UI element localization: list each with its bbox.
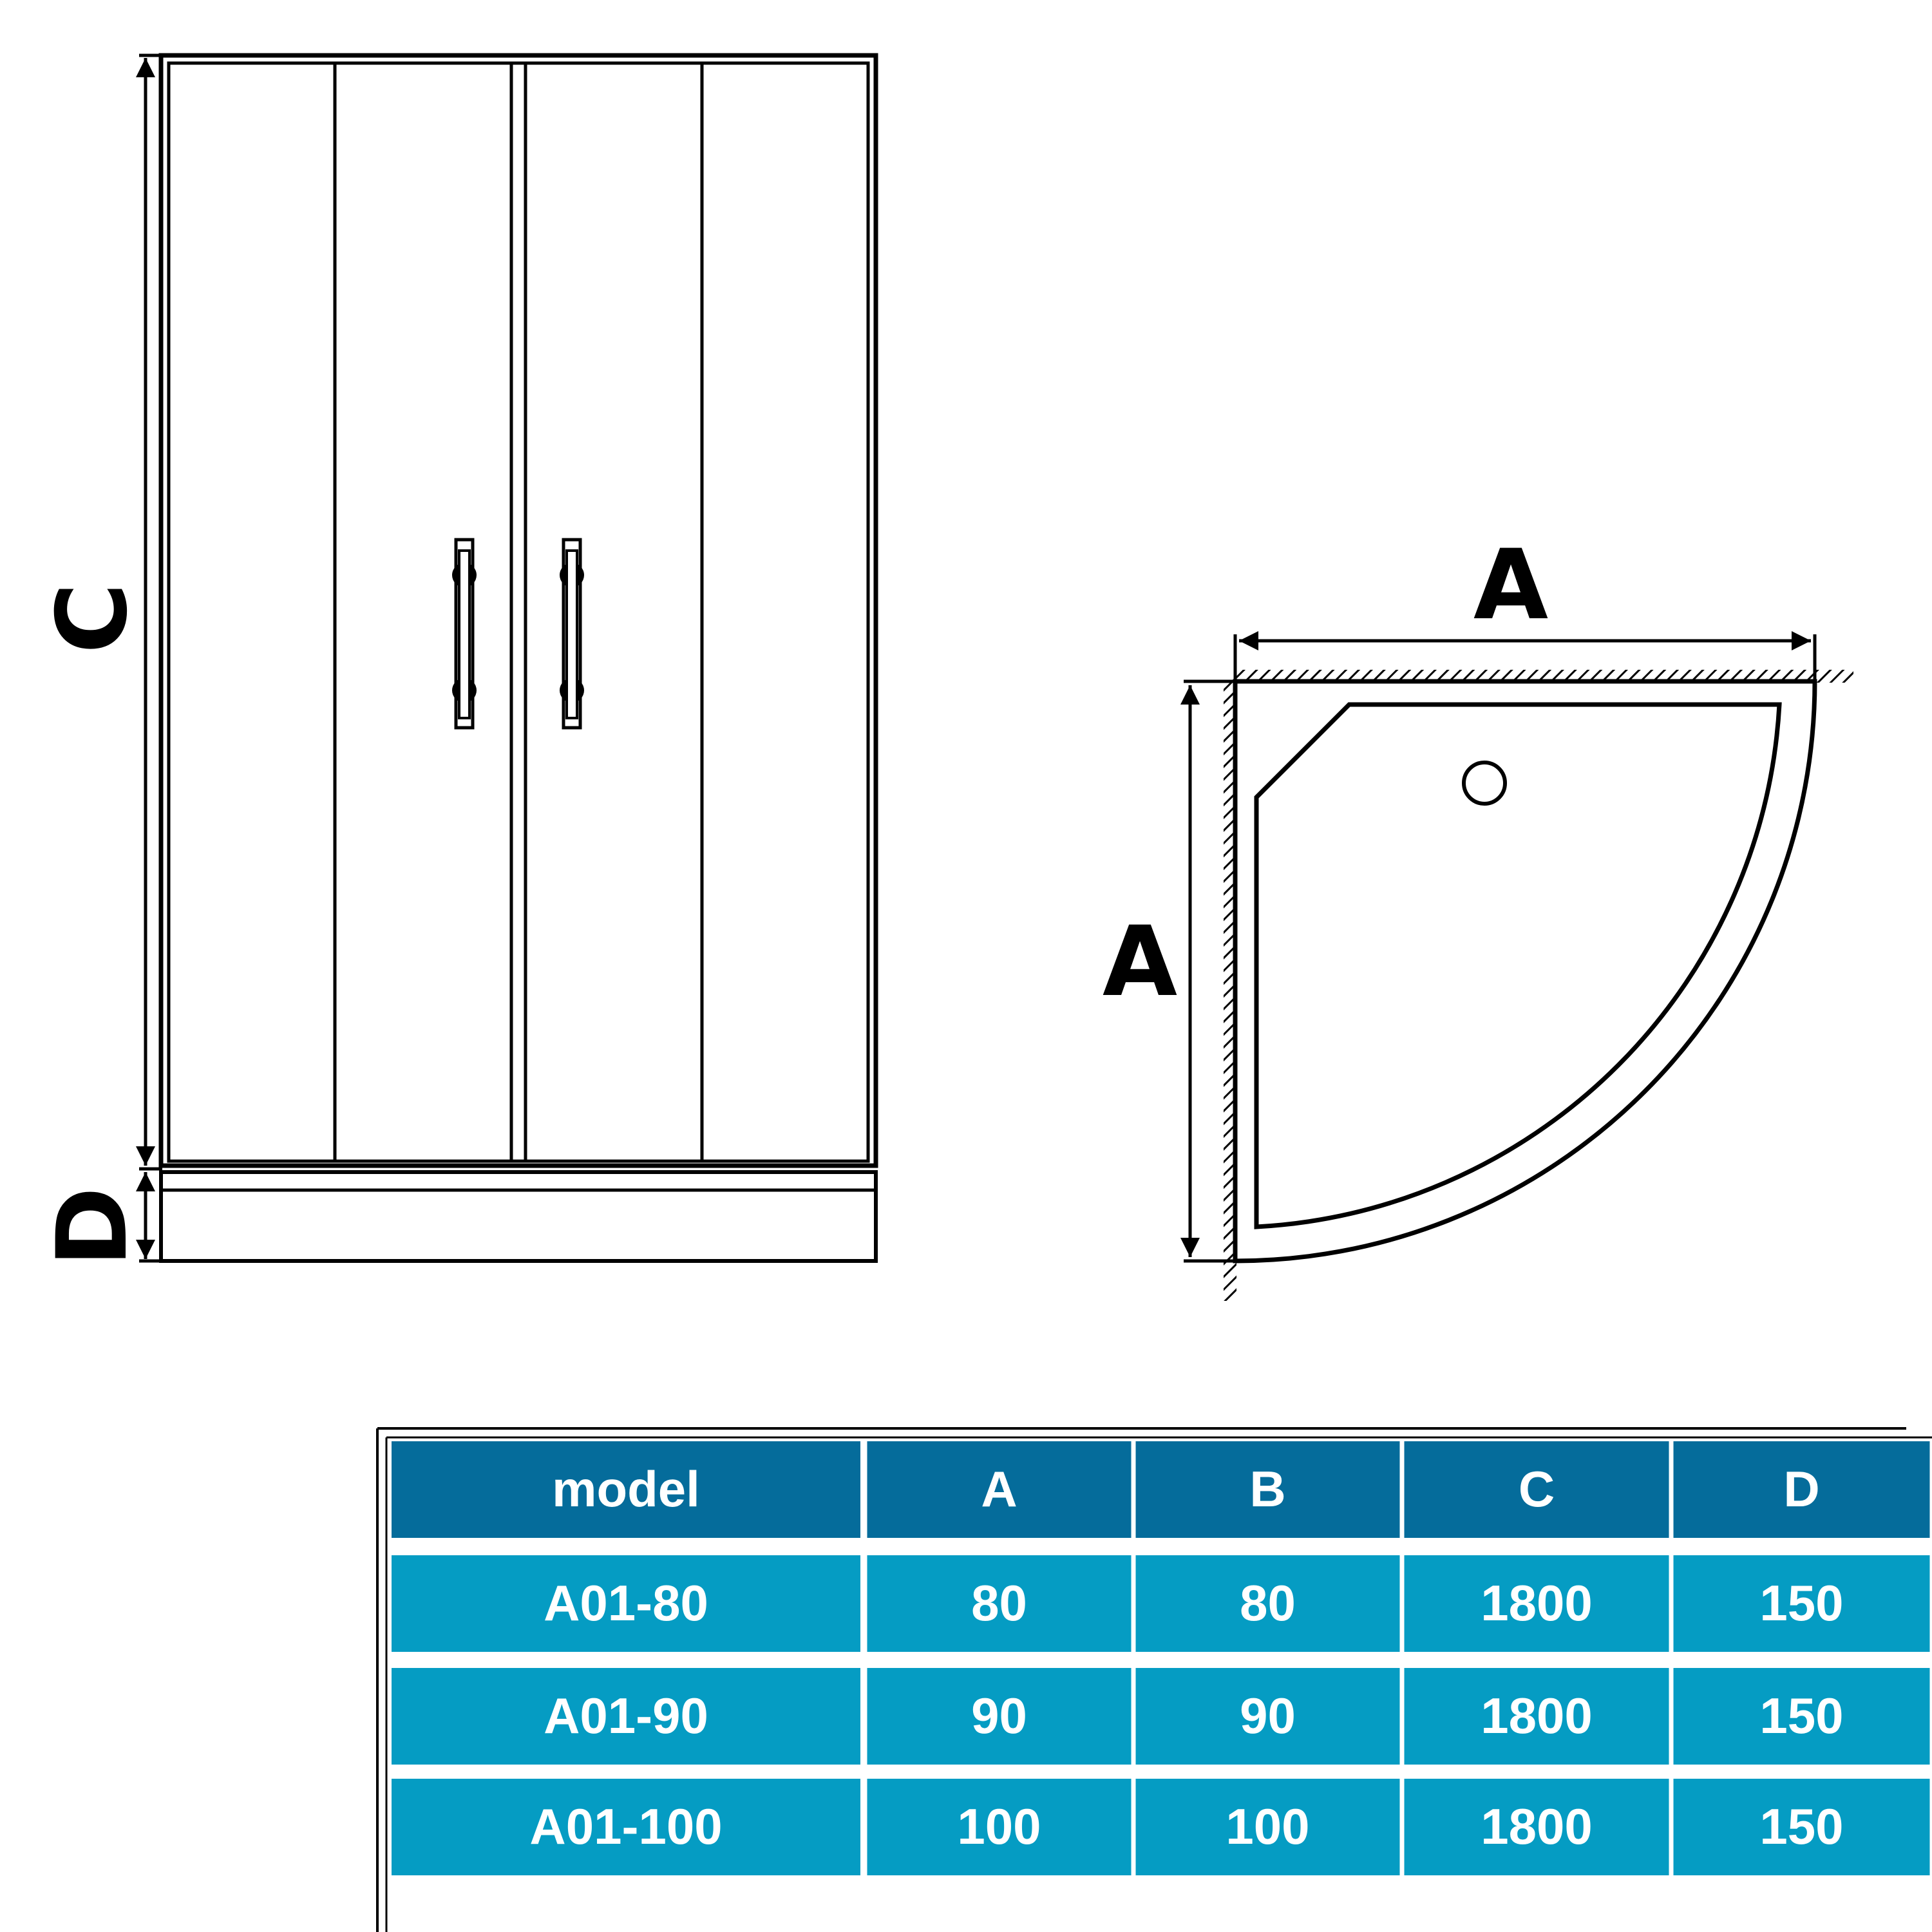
quadrant-tray-outline <box>1233 679 1817 1264</box>
table-cell <box>1404 1779 1669 1875</box>
table-cell-text: A01-80 <box>544 1575 708 1631</box>
header-label-b: B <box>1249 1461 1285 1517</box>
header-cell-d <box>1673 1441 1930 1538</box>
table-cell <box>1673 1555 1930 1652</box>
table-cell-text: 1800 <box>1481 1798 1593 1855</box>
table-cell-text: 80 <box>971 1575 1027 1631</box>
table-cell-text: A01-100 <box>529 1798 722 1855</box>
table-cell <box>867 1779 1132 1875</box>
spec-table-frame <box>376 1427 1932 1932</box>
header-cell-model <box>392 1441 860 1538</box>
table-cell <box>392 1555 860 1652</box>
dimension-label-d: D <box>37 1187 149 1267</box>
shower-tray <box>159 1170 878 1263</box>
dimension-label-a-width: A <box>1473 529 1548 641</box>
quadrant-basin <box>1254 702 1782 1229</box>
top-view <box>1180 631 1853 1301</box>
table-cell-text: A01-90 <box>544 1687 708 1744</box>
table-cell <box>1404 1555 1669 1652</box>
table-cell-text: 150 <box>1759 1687 1843 1744</box>
drain-icon <box>1462 761 1507 806</box>
table-cell-text: 100 <box>1226 1798 1309 1855</box>
door-handle-left <box>452 538 477 730</box>
table-cell <box>1135 1555 1400 1652</box>
table-cell <box>392 1779 860 1875</box>
table-cell-text: 100 <box>957 1798 1041 1855</box>
front-view <box>136 53 878 1263</box>
header-label-c: C <box>1519 1461 1555 1517</box>
table-cell <box>867 1668 1132 1765</box>
header-cell-b <box>1135 1441 1400 1538</box>
table-cell-text: 1800 <box>1481 1575 1593 1631</box>
header-cell-c <box>1404 1441 1669 1538</box>
table-cell <box>1135 1779 1400 1875</box>
table-cell-text: 80 <box>1240 1575 1296 1631</box>
table-cell <box>392 1668 860 1765</box>
table-cell-text: 1800 <box>1481 1687 1593 1744</box>
door-handle-right <box>560 538 584 730</box>
header-label-model: model <box>552 1461 700 1517</box>
dimension-label-c: C <box>37 583 149 654</box>
dimension-label-a-depth: A <box>1103 906 1177 1018</box>
cabin-outer-frame <box>158 53 878 1168</box>
cabin-inner-frame <box>167 61 870 1163</box>
table-cell-text: 90 <box>1240 1687 1296 1744</box>
header-cell-a <box>867 1441 1132 1538</box>
table-cell-text: 150 <box>1759 1798 1843 1855</box>
table-cell <box>1135 1668 1400 1765</box>
table-cell <box>1673 1668 1930 1765</box>
header-label-d: D <box>1783 1461 1819 1517</box>
table-cell <box>867 1555 1132 1652</box>
table-cell <box>1404 1668 1669 1765</box>
table-cell-text: 150 <box>1759 1575 1843 1631</box>
table-cell-text: 90 <box>971 1687 1027 1744</box>
header-label-a: A <box>981 1461 1017 1517</box>
table-cell <box>1673 1779 1930 1875</box>
